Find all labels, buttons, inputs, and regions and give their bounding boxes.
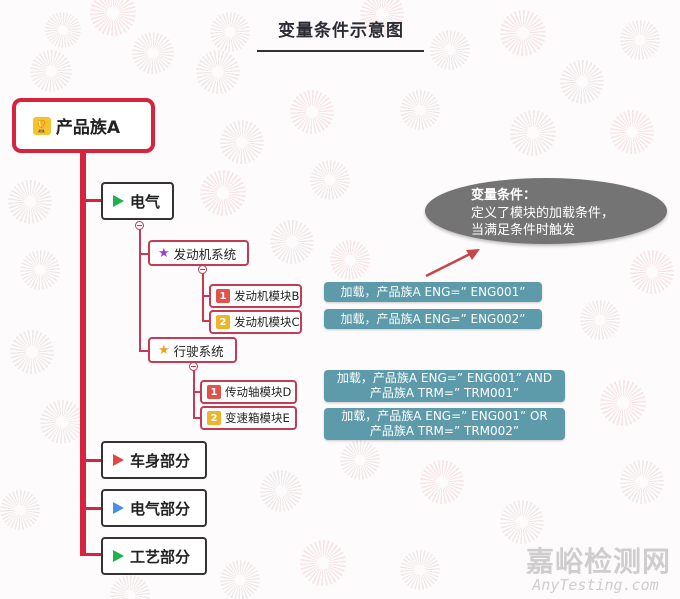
condition-note-engine-c: 加载，产品族A ENG=” ENG002” bbox=[324, 309, 542, 329]
page-title: 变量条件示意图 bbox=[278, 21, 404, 41]
root-label: 产品族A bbox=[55, 118, 121, 138]
leaf-label: 发动机模块C bbox=[234, 315, 300, 329]
flag-icon bbox=[113, 195, 124, 207]
leaf-label: 变速箱模块E bbox=[225, 411, 290, 425]
flag-icon bbox=[113, 550, 124, 562]
branch-node-body[interactable]: 车身部分 bbox=[101, 441, 207, 479]
branch-label: 电气 bbox=[130, 192, 161, 211]
trophy-icon: 🏆 bbox=[32, 116, 51, 135]
branch-node-dianqi[interactable]: 电气 bbox=[101, 182, 174, 220]
branch-label: 车身部分 bbox=[130, 451, 191, 470]
callout-heading: 变量条件： bbox=[471, 188, 537, 203]
callout-line-1: 定义了模块的加载条件， bbox=[471, 206, 615, 221]
star-icon: ★ bbox=[158, 245, 170, 261]
condition-note-gearbox-e: 加载，产品族A ENG=” ENG001” OR 产品族A TRM=” TRM0… bbox=[324, 408, 565, 440]
branch-label: 工艺部分 bbox=[130, 547, 191, 566]
root-node[interactable]: 🏆 产品族A bbox=[12, 98, 155, 153]
leaf-node-gearbox-module-e[interactable]: 2 变速箱模块E bbox=[200, 406, 297, 430]
flag-icon bbox=[113, 502, 124, 514]
priority-1-icon: 1 bbox=[207, 385, 221, 399]
collapse-toggle-drive-system[interactable] bbox=[189, 362, 198, 371]
leaf-node-engine-module-b[interactable]: 1 发动机模块B bbox=[209, 284, 302, 308]
condition-note-driveshaft-d: 加载，产品族A ENG=” ENG001” AND 产品族A TRM=” TRM… bbox=[324, 370, 565, 402]
branch-label: 电气部分 bbox=[130, 499, 191, 518]
subbranch-node-engine-system[interactable]: ★ 发动机系统 bbox=[148, 240, 249, 266]
branch-node-electrical[interactable]: 电气部分 bbox=[101, 489, 207, 527]
leaf-label: 发动机模块B bbox=[234, 289, 300, 303]
subbranch-label: 发动机系统 bbox=[173, 246, 237, 262]
callout-line-2: 当满足条件时触发 bbox=[471, 223, 576, 238]
flag-icon bbox=[113, 454, 124, 466]
leaf-label: 传动轴模块D bbox=[225, 385, 292, 399]
priority-2-icon: 2 bbox=[216, 315, 230, 329]
leaf-node-engine-module-c[interactable]: 2 发动机模块C bbox=[209, 310, 302, 334]
title-underline bbox=[257, 50, 424, 52]
collapse-toggle-engine-system[interactable] bbox=[198, 265, 207, 274]
branch-node-process[interactable]: 工艺部分 bbox=[101, 537, 207, 575]
subbranch-label: 行驶系统 bbox=[173, 343, 224, 359]
watermark: 嘉峪检测网 AnyTesting.com bbox=[526, 545, 672, 594]
arrow-icon bbox=[425, 249, 480, 278]
leaf-node-driveshaft-module-d[interactable]: 1 传动轴模块D bbox=[200, 380, 297, 404]
star-icon: ★ bbox=[158, 342, 170, 358]
collapse-toggle-dianqi[interactable] bbox=[135, 221, 144, 230]
callout-bubble: 变量条件： 定义了模块的加载条件， 当满足条件时触发 bbox=[425, 178, 667, 244]
priority-2-icon: 2 bbox=[207, 411, 221, 425]
subbranch-node-drive-system[interactable]: ★ 行驶系统 bbox=[148, 337, 237, 363]
condition-note-engine-b: 加载，产品族A ENG=” ENG001” bbox=[324, 282, 542, 302]
priority-1-icon: 1 bbox=[216, 289, 230, 303]
